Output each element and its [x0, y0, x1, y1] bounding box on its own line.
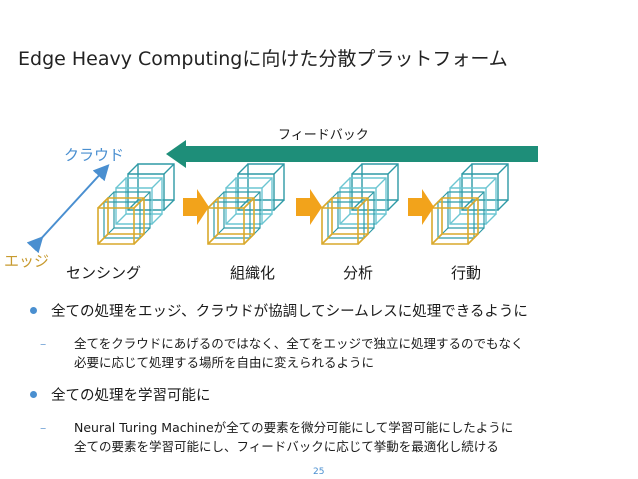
stage-label-organize: 組織化 — [230, 264, 276, 282]
cube-mid-organize — [225, 177, 273, 225]
feedback-label: フィードバック — [278, 128, 369, 143]
cube-back-analyze — [351, 163, 399, 211]
cube-cluster-organize — [207, 163, 285, 245]
cube-back-organize — [237, 163, 285, 211]
bullet-1-text: 全ての処理をエッジ、クラウドが協調してシームレスに処理できるように — [51, 304, 528, 320]
bullet-dot-icon — [30, 390, 37, 398]
cube-mid-analyze — [339, 177, 387, 225]
cube-front-act — [431, 197, 479, 245]
cloud-label: クラウド — [64, 146, 125, 164]
cloud-edge-axis — [26, 164, 110, 254]
bullet-2: 全ての処理を学習可能に — [30, 384, 211, 405]
cube-mid-sensing — [115, 177, 163, 225]
stage-label-analyze: 分析 — [343, 264, 374, 282]
page-number: 25 — [313, 467, 325, 477]
slide-title: Edge Heavy Computingに向けた分散プラットフォーム — [18, 48, 508, 70]
sub-marker: – — [40, 336, 47, 351]
cube-front-analyze — [321, 197, 369, 245]
bullet-2-sub-line-1: Neural Turing Machineが全ての要素を微分可能にして学習可能に… — [74, 420, 514, 435]
cube-front-sensing — [97, 197, 145, 245]
cube-front-organize — [207, 197, 255, 245]
cube-cluster-act — [431, 163, 509, 245]
bullet-2-text: 全ての処理を学習可能に — [51, 388, 211, 404]
bullet-2-sub-line-2: 全ての要素を学習可能にし、フィードバックに応じて挙動を最適化し続ける — [74, 439, 499, 454]
bullet-1-sub-line-1: 全てをクラウドにあげるのではなく、全てをエッジで独立に処理するのでもなく — [74, 336, 524, 351]
bullet-1: 全ての処理をエッジ、クラウドが協調してシームレスに処理できるように — [30, 300, 528, 321]
bullet-1-sub-line-2: 必要に応じて処理する場所を自由に変えられるように — [74, 355, 375, 370]
cube-cluster-analyze — [321, 163, 399, 245]
stage-label-act: 行動 — [451, 264, 482, 282]
stage-arrow-3 — [408, 189, 434, 225]
cube-cluster-sensing — [97, 163, 175, 245]
sub-marker: – — [40, 420, 47, 435]
stage-label-sensing: センシング — [66, 264, 142, 282]
cube-back-act — [461, 163, 509, 211]
stage-arrow-2 — [296, 189, 322, 225]
cube-inner-organize — [213, 191, 261, 239]
edge-label: エッジ — [4, 252, 50, 270]
bullet-dot-icon — [30, 306, 37, 314]
bullet-2-sub: – Neural Turing Machineが全ての要素を微分可能にして学習可能… — [40, 418, 513, 456]
feedback-arrow — [166, 140, 538, 168]
cube-back-sensing — [127, 163, 175, 211]
cube-mid-act — [449, 177, 497, 225]
stage-arrow-1 — [183, 189, 209, 225]
bullet-1-sub: – 全てをクラウドにあげるのではなく、全てをエッジで独立に処理するのでもなく 必要… — [40, 334, 524, 372]
